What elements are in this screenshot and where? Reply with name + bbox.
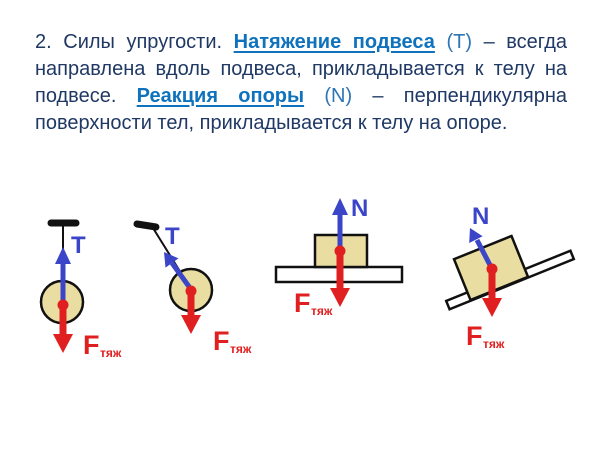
tension-arrow-head	[55, 247, 71, 264]
gravity-arrow-head	[53, 334, 73, 353]
diagram-flat-support: N F тяж	[274, 195, 404, 318]
term-normal-reaction-link: Реакция опоры	[136, 85, 305, 107]
body-text: направлена вдоль подвеса, прикладывается…	[35, 58, 567, 80]
body-text: – перпендикулярна	[372, 85, 567, 107]
body-text: – всегда	[483, 31, 567, 53]
gravity-label: F	[294, 288, 311, 318]
definition-line-2: направлена вдоль подвеса, прикладывается…	[35, 56, 567, 83]
definition-line-1: 2. Силы упругости. Натяжение подвеса (T)…	[35, 29, 567, 56]
symbol-N: (N)	[304, 85, 373, 107]
gravity-arrow-head	[482, 298, 502, 317]
normal-arrow-shaft	[474, 238, 494, 269]
gravity-label-subscript: тяж	[100, 346, 122, 360]
tension-arrow-head	[164, 252, 179, 268]
diagram-angled-suspension: T F тяж	[133, 220, 252, 356]
gravity-label-subscript: тяж	[483, 337, 505, 351]
gravity-label: F	[83, 330, 100, 360]
definition-paragraph: 2. Силы упругости. Натяжение подвеса (T)…	[35, 29, 567, 137]
diagram-vertical-suspension: T F тяж	[39, 219, 122, 360]
gravity-arrow-head	[330, 288, 350, 307]
gravity-label-subscript: тяж	[311, 304, 333, 318]
normal-arrow-head	[332, 198, 348, 215]
body-text: подвесе.	[35, 85, 137, 107]
tension-label: T	[165, 223, 180, 250]
normal-label: N	[472, 203, 489, 230]
symbol-T: (T)	[434, 31, 484, 53]
definition-line-3: подвесе. Реакция опоры (N) – перпендикул…	[35, 83, 567, 110]
tension-arrow-shaft	[169, 261, 193, 290]
gravity-label: F	[213, 326, 230, 356]
gravity-label: F	[466, 321, 483, 351]
term-tension-link: Натяжение подвеса	[233, 31, 435, 53]
gravity-arrow-head	[181, 315, 201, 334]
normal-label: N	[351, 195, 368, 222]
normal-arrow-head	[469, 228, 483, 243]
ceiling-bar	[133, 220, 160, 231]
body-text: поверхности тел, прикладывается к телу н…	[35, 112, 508, 134]
body-text: 2. Силы упругости.	[35, 31, 234, 53]
diagram-incline-support: N F тяж	[444, 203, 576, 351]
gravity-label-subscript: тяж	[230, 342, 252, 356]
definition-line-4: поверхности тел, прикладывается к телу н…	[35, 110, 567, 137]
tension-label: T	[71, 232, 86, 259]
